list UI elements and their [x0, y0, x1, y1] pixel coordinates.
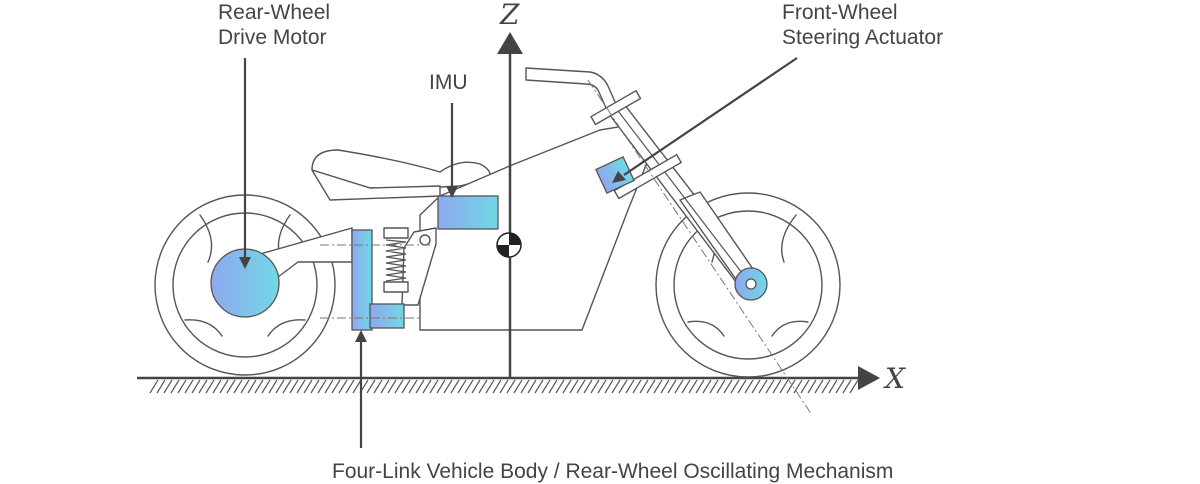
x-axis-label: X — [883, 362, 906, 395]
pointer-imu — [446, 103, 458, 198]
steering-actuator — [595, 156, 635, 194]
upper-triple-clamp — [590, 89, 642, 126]
label-imu: IMU — [429, 71, 468, 94]
shock-absorber — [383, 227, 409, 293]
ground — [137, 376, 860, 394]
arrow-head-icon — [858, 366, 880, 390]
lower-triple-clamp — [613, 153, 682, 200]
z-axis-label: Z — [499, 0, 520, 31]
pointer-steering-actuator — [612, 57, 798, 183]
seat-base — [311, 169, 441, 201]
pointer-rear-motor — [239, 58, 251, 269]
front-axle — [745, 278, 757, 290]
four-link-mechanism — [351, 229, 373, 331]
lower-link — [369, 303, 405, 329]
arrow-head-icon — [497, 32, 523, 54]
hinge-pivot — [419, 234, 431, 246]
z-axis — [497, 32, 523, 378]
handlebar — [525, 67, 617, 109]
steering-axis-line — [587, 79, 813, 416]
label-rear-motor-line2: Drive Motor — [218, 26, 327, 49]
center-of-mass-icon — [496, 232, 522, 258]
front-fork — [605, 103, 763, 293]
label-rear-motor-line1: Rear-Wheel — [218, 1, 330, 24]
seat — [311, 149, 491, 189]
label-front-actuator-line2: Steering Actuator — [782, 26, 943, 49]
label-mechanism: Four-Link Vehicle Body / Rear-Wheel Osci… — [332, 460, 893, 483]
label-front-actuator-line1: Front-Wheel — [782, 1, 898, 24]
imu-unit — [437, 195, 499, 230]
ground-hatch — [149, 379, 859, 394]
pointer-mechanism — [355, 330, 367, 448]
